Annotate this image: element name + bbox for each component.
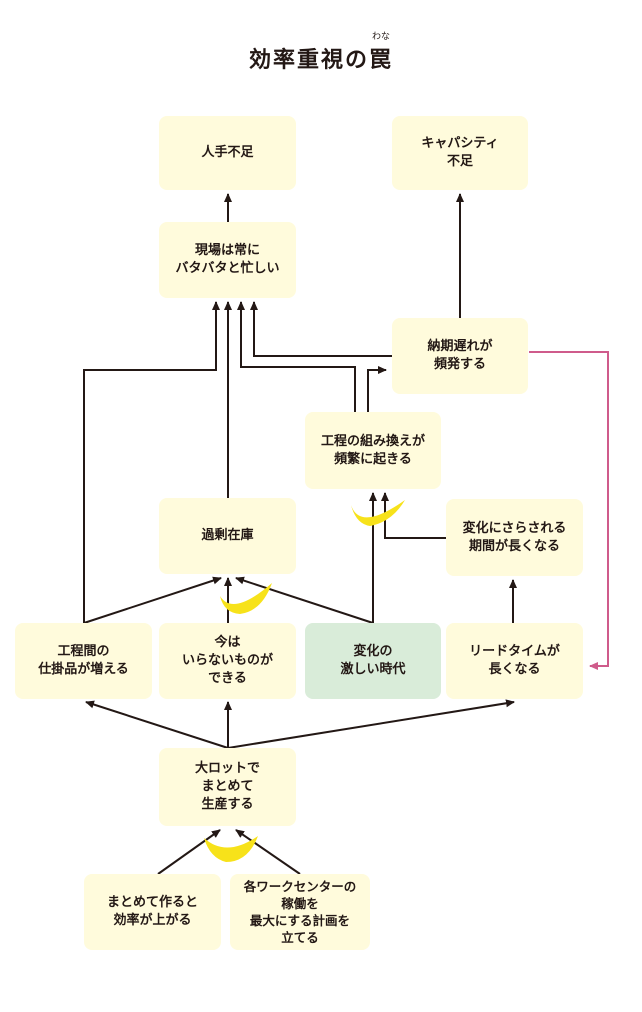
title-ruby-group: わな罠 [369, 32, 394, 74]
arrow-henka-sarasareru-to-koutei [381, 492, 446, 539]
node-matomete-tsukuru: まとめて作ると 効率が上がる [84, 874, 221, 950]
arrow-nouki-to-genba [250, 301, 392, 357]
node-lead-time: リードタイムが 長くなる [446, 623, 583, 699]
title-main: 効率重視の [248, 48, 369, 73]
node-kajou-zaiko: 過剰在庫 [159, 498, 296, 574]
node-gekishii-jidai: 変化の 激しい時代 [305, 623, 441, 699]
node-capacity-busoku: キャパシティ 不足 [392, 116, 528, 190]
node-henka-sarasareru: 変化にさらされる 期間が長くなる [446, 499, 583, 576]
node-shikakarihin: 工程間の 仕掛品が増える [15, 623, 152, 699]
banana-icon [351, 500, 405, 526]
node-nouki-okure: 納期遅れが 頻発する [392, 318, 528, 394]
arrow-gekishii-to-kajou [235, 576, 374, 624]
arrow-koutei-to-genba [237, 301, 356, 412]
arrow-shikakarihin-to-genba [83, 301, 220, 623]
title-ruby: わな [371, 32, 391, 42]
arrow-matomete-to-big-lot [157, 829, 221, 875]
arrow-koutei-to-nouki [367, 366, 387, 412]
node-big-lot: 大ロットで まとめて 生産する [159, 748, 296, 826]
node-work-center: 各ワークセンターの 稼働を 最大にする計画を 立てる [230, 874, 370, 950]
banana-icon [204, 836, 258, 862]
arrow-shikakarihin-to-kajou [83, 576, 222, 624]
page-title: 効率重視のわな罠 [0, 32, 642, 74]
node-hitode-busoku: 人手不足 [159, 116, 296, 190]
banana-icon [220, 583, 272, 614]
node-iranai-mono: 今は いらないものが できる [159, 623, 296, 699]
node-genba-batabata: 現場は常に バタバタと忙しい [159, 222, 296, 298]
arrow-work-center-to-big-lot [235, 829, 301, 875]
node-koutei-kumikae: 工程の組み換えが 頻繁に起きる [305, 412, 441, 489]
arrow-big-lot-to-shikakarihin [85, 700, 229, 749]
arrow-big-lot-to-lead-time [227, 699, 515, 749]
arrow-nouki-to-lead-time-feedback [529, 351, 609, 670]
title-ruby-base: 罠 [369, 48, 394, 73]
